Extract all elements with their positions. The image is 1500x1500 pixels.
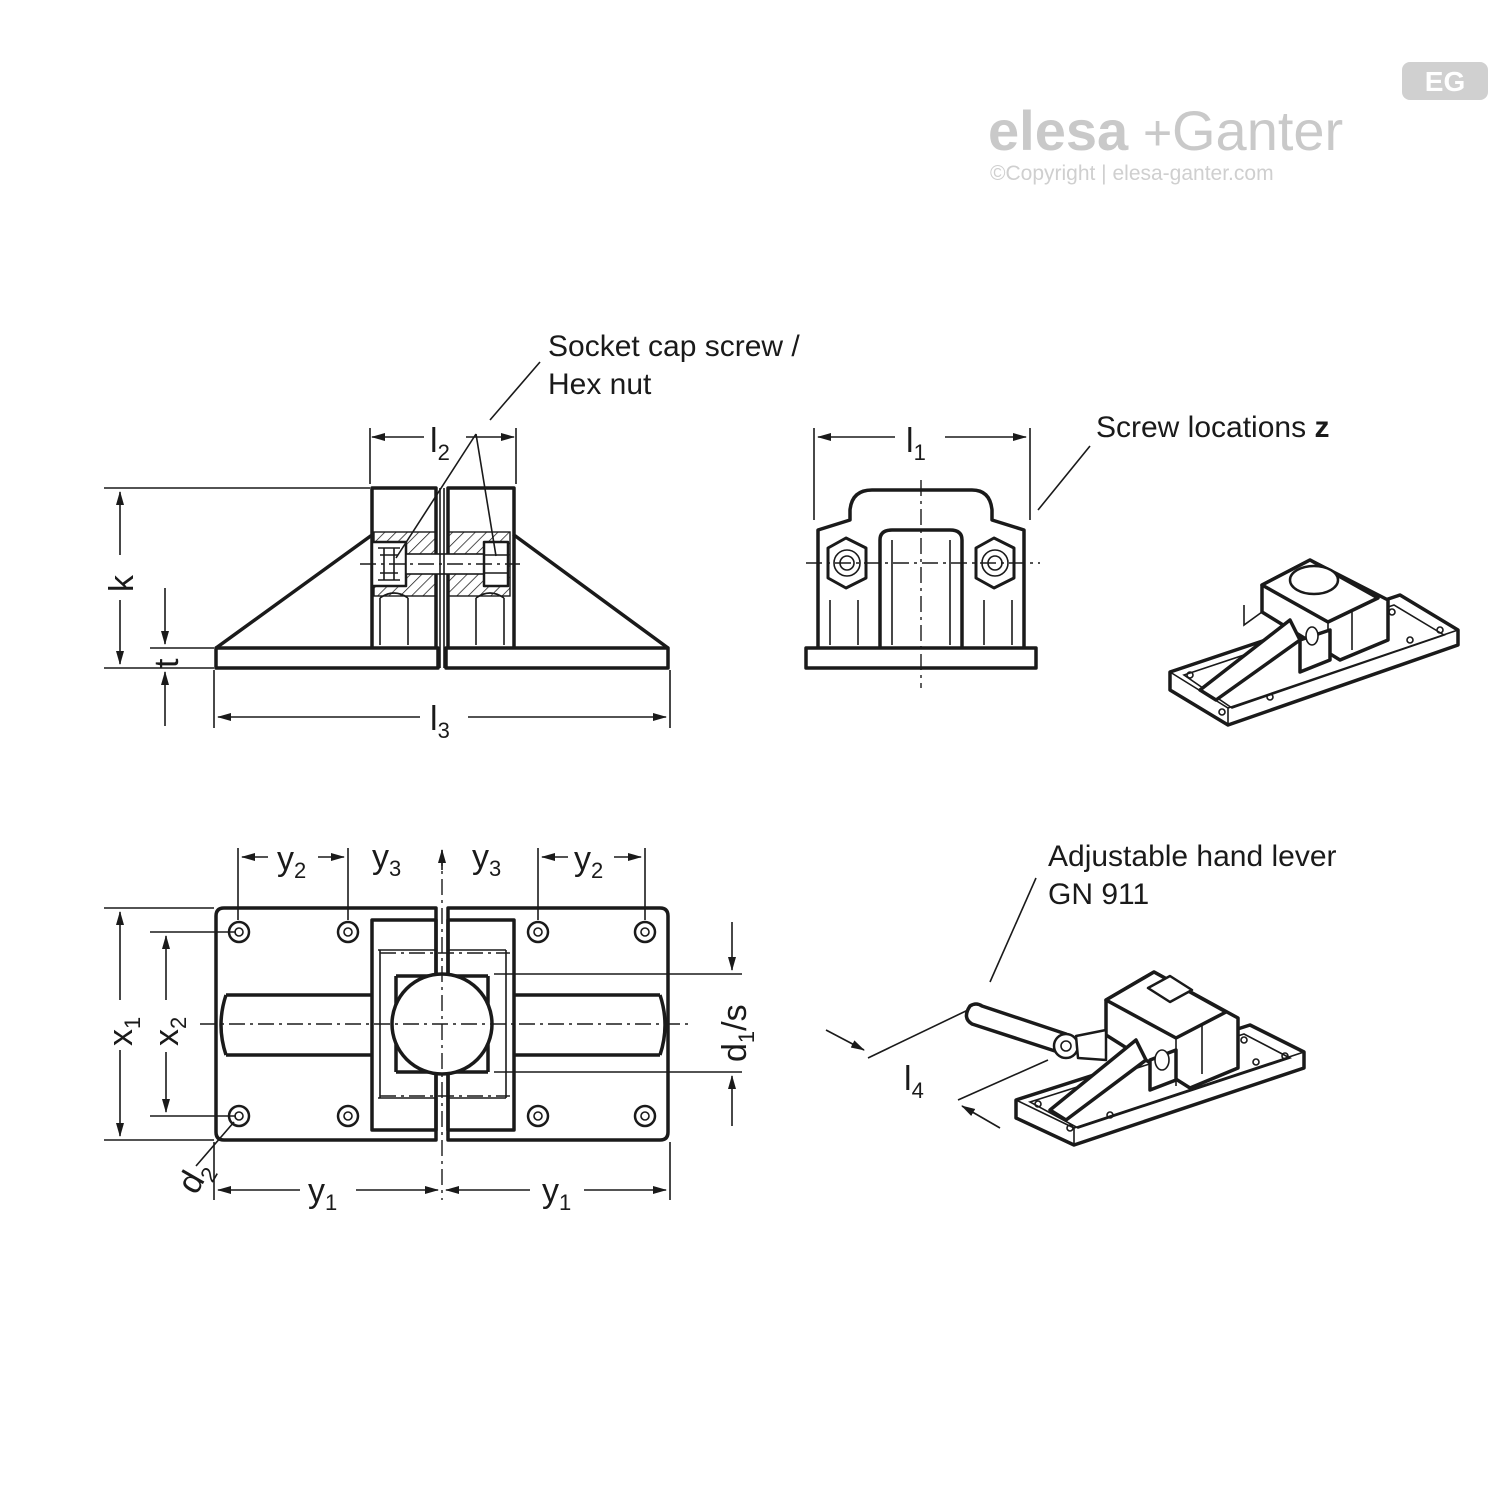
callout-adjustable-hand-lever: Adjustable hand lever (1048, 840, 1337, 873)
dim-l4: l4 (904, 1060, 924, 1103)
callout-screw-locations: Screw locations z (1096, 411, 1329, 444)
dim-y2-right: y2 (574, 840, 603, 883)
brand-elesa: elesa (988, 99, 1129, 162)
lever-dimensions: l4 (825, 877, 1049, 1129)
brand-logo: EG elesa + Ganter ©Copyright | elesa-gan… (988, 62, 1488, 185)
dim-x2: x2 (148, 1017, 191, 1046)
side-view (804, 480, 1040, 688)
dim-t: t (148, 658, 186, 668)
dim-d1-s: d1/s (716, 1004, 759, 1062)
plan-view-dimensions: y2 y3 y3 y2 x1 x2 d1/s d2 y1 y1 (102, 838, 759, 1215)
front-view (214, 486, 670, 670)
dim-y3-left: y3 (372, 838, 401, 881)
dim-y1-right: y1 (542, 1172, 571, 1215)
dim-l2: l2 (430, 422, 450, 465)
dim-y2-left: y2 (277, 840, 306, 883)
front-view-dimensions: l2 k t l3 (103, 361, 671, 743)
isometric-view-top (1168, 558, 1460, 727)
dim-x1: x1 (102, 1017, 145, 1046)
eg-badge-text: EG (1425, 66, 1465, 97)
isometric-view-lever (964, 970, 1306, 1147)
dim-l1: l1 (906, 422, 926, 465)
brand-plus: + (1143, 105, 1172, 161)
brand-ganter: Ganter (1172, 99, 1343, 162)
dim-y1-left: y1 (308, 1172, 337, 1215)
dim-d2: d2 (170, 1154, 223, 1202)
side-view-dimensions: l1 (813, 422, 1091, 520)
callout-socket-cap-screw: Socket cap screw / (548, 330, 800, 363)
dim-y3-right: y3 (472, 838, 501, 881)
callout-hex-nut: Hex nut (548, 368, 652, 401)
plan-view (200, 850, 690, 1200)
dim-l3: l3 (430, 700, 450, 743)
eg-badge (1402, 62, 1488, 100)
copyright-text: ©Copyright | elesa-ganter.com (990, 162, 1274, 185)
dim-k: k (103, 574, 141, 592)
callout-gn-911: GN 911 (1048, 878, 1149, 911)
